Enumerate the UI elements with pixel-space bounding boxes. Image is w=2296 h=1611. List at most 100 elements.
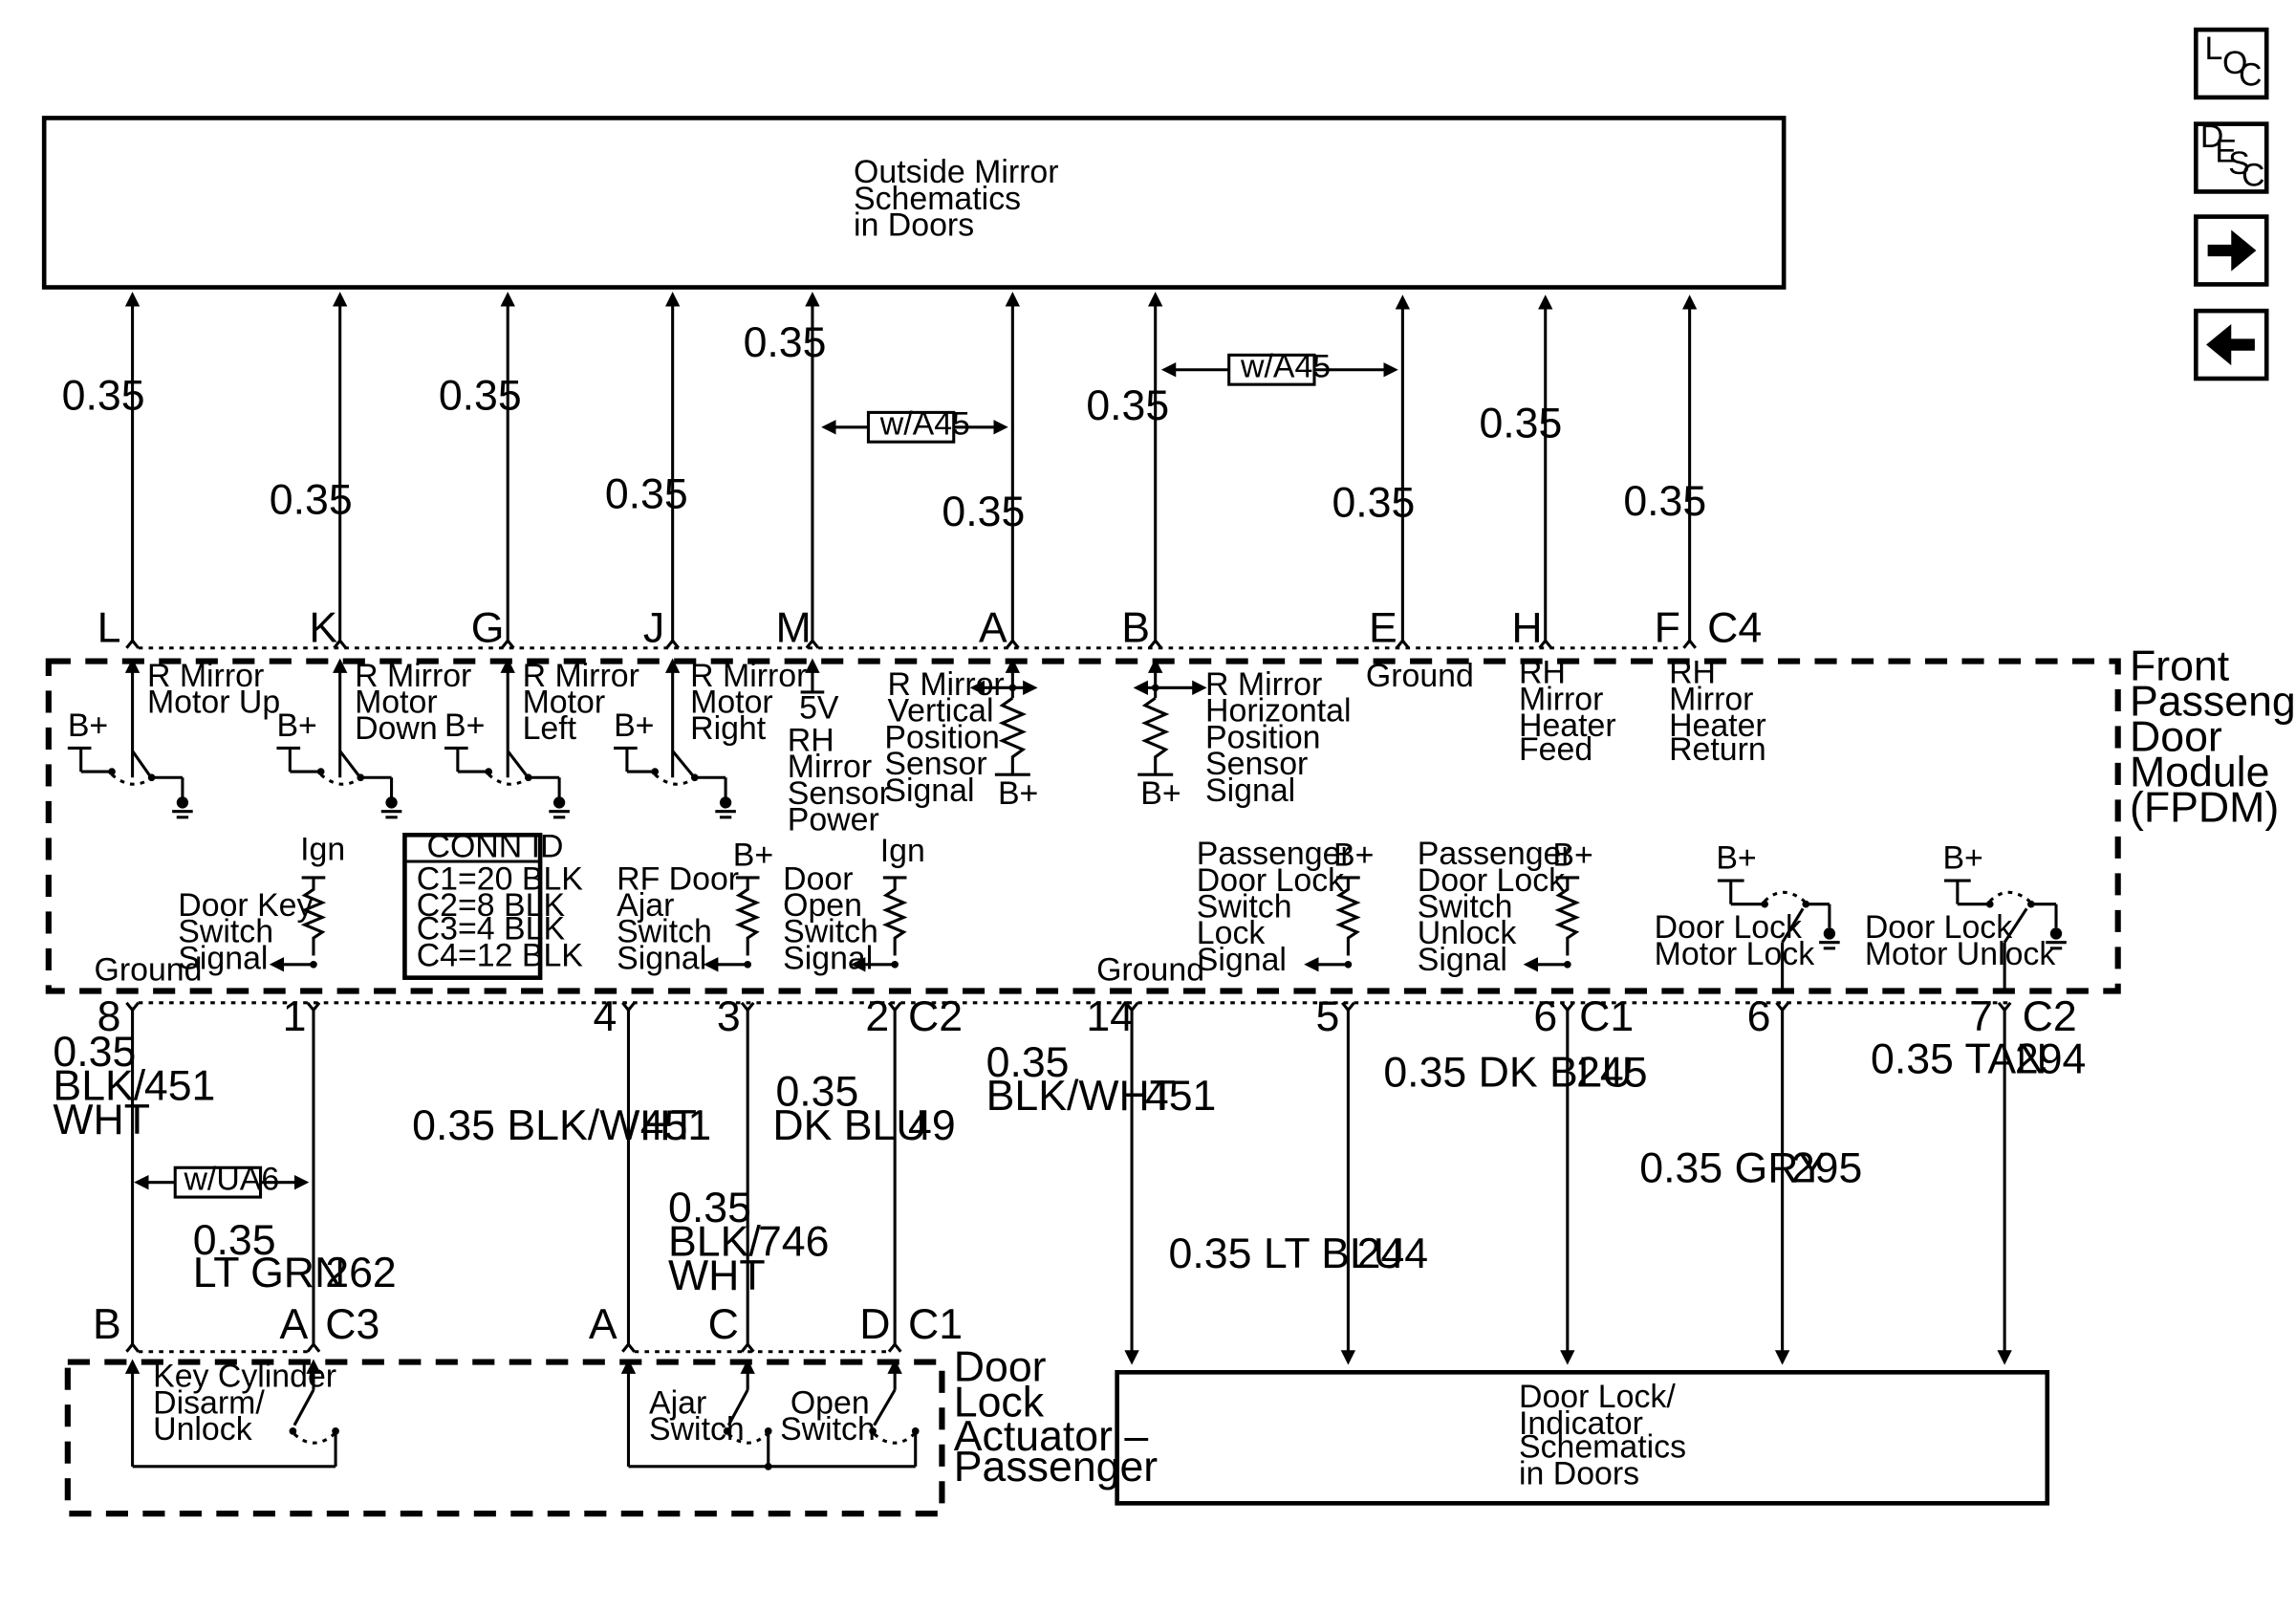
svg-text:Ign: Ign	[880, 833, 925, 869]
svg-text:Unlock: Unlock	[1418, 915, 1517, 951]
svg-text:Front: Front	[2130, 643, 2230, 690]
svg-text:Motor Up: Motor Up	[147, 684, 280, 720]
heater-return-label: RH Mirror Heater Return	[1669, 655, 1766, 768]
mirror-motor-up-switch: R Mirror Motor Up B+	[67, 658, 280, 819]
svg-text:0.35 DK BLU: 0.35 DK BLU	[1383, 1050, 1633, 1097]
svg-text:Passenger: Passenger	[1197, 836, 1352, 872]
svg-text:Lock: Lock	[954, 1379, 1045, 1426]
svg-text:2: 2	[865, 993, 889, 1040]
svg-text:R Mirror: R Mirror	[887, 666, 1004, 703]
door-lock-indicator-schematics-box[interactable]: Door Lock/ Indicator Schematics in Doors	[1115, 1369, 2050, 1506]
svg-text:K: K	[309, 605, 337, 652]
svg-text:WHT: WHT	[53, 1097, 150, 1143]
svg-text:Switch: Switch	[178, 914, 273, 950]
door-key-switch-signal: Ign Door Key Switch Signal Ground	[95, 831, 346, 988]
svg-text:Switch: Switch	[780, 1411, 876, 1448]
svg-text:O: O	[2222, 45, 2247, 81]
option-bracket-wa45-right: w/A45	[1160, 348, 1398, 386]
wire-gauge: 0.35	[1332, 480, 1415, 527]
svg-text:R Mirror: R Mirror	[355, 658, 471, 694]
svg-text:C3: C3	[325, 1301, 379, 1348]
svg-text:6: 6	[1533, 993, 1557, 1040]
svg-text:Ajar: Ajar	[617, 887, 674, 924]
svg-text:Return: Return	[1669, 731, 1766, 768]
svg-text:Door Lock/: Door Lock/	[1519, 1379, 1676, 1415]
mirror-motor-right-switch: R Mirror Motor Right B+	[614, 658, 807, 819]
svg-text:w/A45: w/A45	[1240, 348, 1331, 384]
svg-text:B+: B+	[998, 775, 1038, 812]
right-arrow-icon	[2207, 229, 2257, 272]
ground-label: Ground	[1096, 952, 1204, 989]
svg-text:L: L	[2205, 31, 2223, 67]
fpdm-module-outline	[45, 658, 2121, 994]
wire-gauge: 0.35	[605, 470, 688, 517]
svg-text:Passenger: Passenger	[954, 1444, 1159, 1491]
next-page-button[interactable]	[2193, 214, 2269, 287]
svg-text:Signal: Signal	[1205, 773, 1295, 809]
svg-text:7: 7	[1969, 993, 1993, 1040]
svg-text:R Mirror: R Mirror	[523, 658, 639, 694]
svg-text:Heater: Heater	[1669, 708, 1766, 744]
vertical-position-sensor: R Mirror Vertical Position Sensor Signal…	[884, 658, 1038, 812]
svg-text:S: S	[2228, 145, 2250, 182]
svg-text:C4: C4	[1707, 605, 1762, 652]
svg-text:E: E	[1369, 605, 1397, 652]
svg-text:C: C	[708, 1301, 739, 1348]
mirror-motor-left-switch: R Mirror Motor Left B+	[444, 658, 639, 819]
svg-text:Signal: Signal	[178, 940, 268, 976]
svg-text:451: 451	[144, 1062, 215, 1109]
svg-text:G: G	[471, 605, 505, 652]
svg-text:Switch: Switch	[1197, 889, 1292, 925]
svg-text:J: J	[643, 605, 664, 652]
svg-text:R Mirror: R Mirror	[1205, 666, 1322, 703]
svg-text:8: 8	[97, 993, 121, 1040]
svg-text:Horizontal: Horizontal	[1205, 693, 1351, 729]
mirror-motor-down-switch: R Mirror Motor Down B+	[276, 658, 471, 819]
svg-text:B+: B+	[276, 708, 316, 744]
svg-text:0.35 LT BLU: 0.35 LT BLU	[1169, 1230, 1405, 1277]
svg-text:0.35 GRY: 0.35 GRY	[1639, 1145, 1826, 1192]
svg-text:RH: RH	[788, 723, 834, 759]
svg-text:49: 49	[908, 1102, 956, 1149]
svg-text:Schematics: Schematics	[854, 181, 1021, 217]
actuator-connectors: B A C3 A C D C1	[93, 1301, 963, 1354]
svg-text:0.35: 0.35	[668, 1185, 751, 1231]
wire-gauge: 0.35	[62, 372, 145, 419]
svg-text:Key Cylinder: Key Cylinder	[153, 1359, 336, 1395]
svg-text:C1: C1	[908, 1301, 963, 1348]
outside-mirror-schematics-box[interactable]: Outside Mirror Schematics in Doors	[41, 116, 1787, 290]
svg-text:295: 295	[1791, 1145, 1862, 1192]
svg-text:Sensor: Sensor	[788, 775, 890, 812]
svg-text:Signal: Signal	[783, 940, 873, 976]
svg-text:Switch: Switch	[649, 1411, 745, 1448]
svg-text:Indicator: Indicator	[1519, 1405, 1643, 1442]
wire-gauge: 0.35	[270, 477, 353, 524]
wire-295-label: 0.35 GRY 295	[1639, 1145, 1862, 1192]
svg-text:B: B	[93, 1301, 121, 1348]
svg-text:RF Door: RF Door	[617, 860, 739, 897]
svg-text:F: F	[1655, 605, 1680, 652]
svg-text:Motor: Motor	[355, 684, 438, 720]
svg-text:C: C	[2239, 57, 2262, 94]
prev-page-button[interactable]	[2193, 308, 2269, 381]
wire-451-mid-label: 0.35 BLK/WHT 451	[412, 1102, 711, 1149]
svg-text:Door Key: Door Key	[178, 887, 313, 924]
svg-text:B+: B+	[68, 708, 108, 744]
wire-gauge: 0.35	[1623, 478, 1706, 525]
svg-text:B+: B+	[1140, 775, 1180, 812]
svg-text:Signal: Signal	[1197, 942, 1287, 978]
svg-text:1: 1	[283, 993, 307, 1040]
desc-button[interactable]: D E S C	[2193, 119, 2269, 194]
svg-text:Position: Position	[1205, 719, 1320, 755]
loc-button[interactable]: L O C	[2193, 27, 2269, 100]
svg-text:Motor: Motor	[690, 684, 773, 720]
connector-c4: L K G J M A B E H F C4	[97, 605, 1763, 652]
svg-text:Passenger: Passenger	[2130, 679, 2296, 726]
svg-text:0.35 BLK/WHT: 0.35 BLK/WHT	[412, 1102, 697, 1149]
svg-text:4: 4	[594, 993, 617, 1040]
svg-text:Switch: Switch	[617, 914, 712, 950]
wire-451-right-label: 0.35 BLK/WHT 451	[986, 1039, 1217, 1120]
wire-gauge: 0.35	[439, 372, 522, 419]
heater-feed-label: RH Mirror Heater Feed	[1519, 655, 1616, 768]
svg-text:CONN ID: CONN ID	[427, 828, 564, 864]
